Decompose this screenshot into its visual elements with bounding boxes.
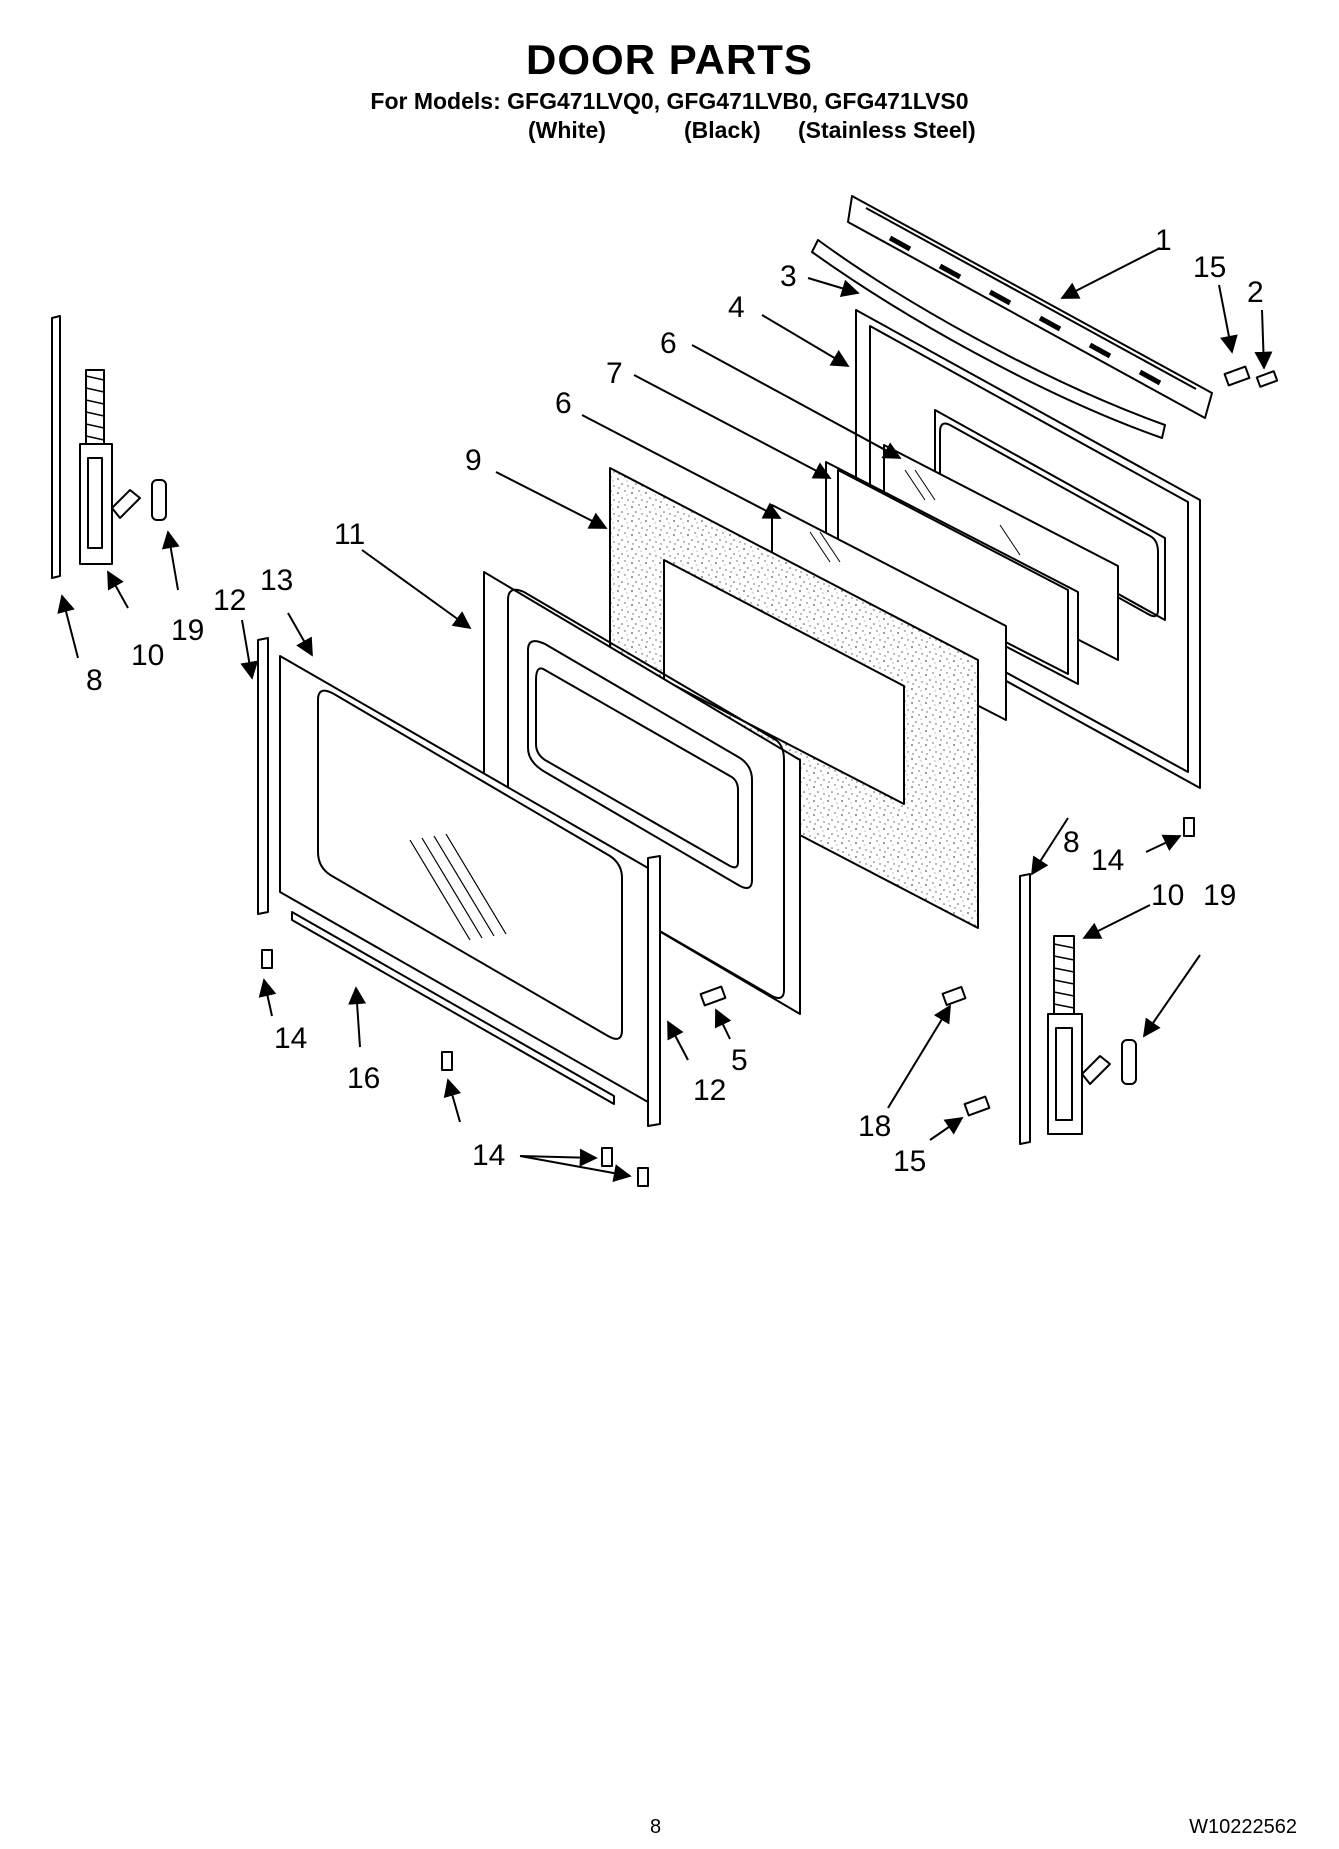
part-3-handle <box>811 239 1166 439</box>
variant-black: (Black) <box>684 117 761 143</box>
callout-12-left: 12 <box>213 584 246 617</box>
callout-19-left: 19 <box>171 614 204 647</box>
callout-6: 6 <box>555 387 572 420</box>
callout-15: 15 <box>1193 251 1226 284</box>
callout-7: 7 <box>606 357 623 390</box>
page-title: DOOR PARTS <box>526 36 813 83</box>
part-8-hinge-bracket-right <box>1019 873 1031 1145</box>
callout-8-left: 8 <box>86 664 103 697</box>
part-8-hinge-bracket-left <box>51 315 61 579</box>
callout-12-right: 12 <box>693 1074 726 1107</box>
callout-1: 1 <box>1155 224 1172 257</box>
callout-18: 18 <box>858 1110 891 1143</box>
document-number: W10222562 <box>1189 1816 1297 1838</box>
part-7-glass-frame <box>825 461 1079 685</box>
callout-11: 11 <box>334 518 365 551</box>
part-12-side-trim-left <box>257 637 269 915</box>
screws <box>261 365 1279 1187</box>
callout-8-right: 8 <box>1063 826 1080 859</box>
part-16-bottom-trim <box>291 911 615 1105</box>
page-number: 8 <box>650 1816 662 1838</box>
part-10-hinge-left <box>79 369 141 565</box>
callout-5: 5 <box>731 1044 748 1077</box>
part-19-clip-left <box>151 479 167 521</box>
callout-15-bottom: 15 <box>893 1145 926 1178</box>
callout-10-left: 10 <box>131 639 164 672</box>
part-10-hinge-right <box>1047 935 1111 1135</box>
part-1-vent-trim <box>847 195 1213 419</box>
part-12-side-trim-right <box>647 855 661 1127</box>
models-line: For Models: GFG471LVQ0, GFG471LVB0, GFG4… <box>370 88 969 114</box>
callout-14-left: 14 <box>274 1022 307 1055</box>
callout-13: 13 <box>260 564 293 597</box>
callout-6-top: 6 <box>660 327 677 360</box>
callout-4: 4 <box>728 291 745 324</box>
callout-9: 9 <box>465 444 482 477</box>
callout-14-bottom: 14 <box>472 1139 505 1172</box>
callout-16: 16 <box>347 1062 380 1095</box>
variant-stainless: (Stainless Steel) <box>798 117 976 143</box>
callout-10-right: 10 <box>1151 879 1184 912</box>
variant-white: (White) <box>528 117 606 143</box>
part-19-clip-right <box>1121 1039 1137 1085</box>
part-9-insulation <box>609 467 979 929</box>
callout-14-right: 14 <box>1091 844 1124 877</box>
callout-19-right: 19 <box>1203 879 1236 912</box>
callout-3: 3 <box>780 260 797 293</box>
callout-2: 2 <box>1247 276 1264 309</box>
